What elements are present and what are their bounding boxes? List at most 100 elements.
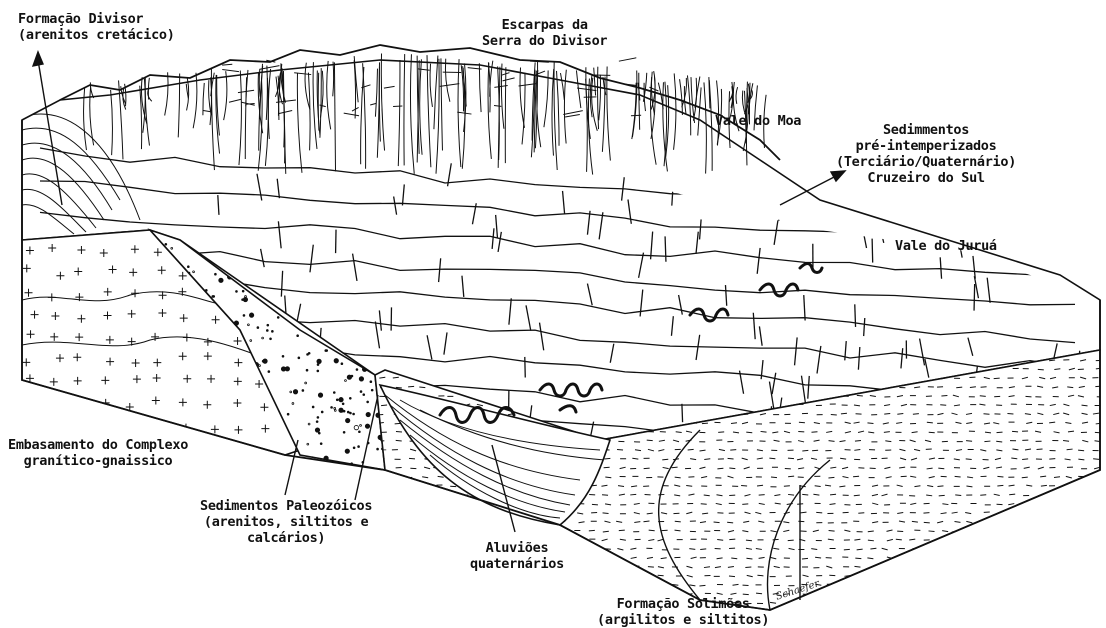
- sediment-dot: [298, 357, 300, 359]
- clay-dash: [743, 594, 749, 595]
- sediment-dot: [219, 278, 223, 282]
- sediment-dot: [348, 470, 350, 472]
- sediment-dot: [318, 432, 320, 434]
- clay-dash: [493, 513, 499, 514]
- clay-dash: [727, 522, 733, 523]
- clay-dash: [1022, 459, 1028, 460]
- hachure: [736, 87, 738, 104]
- clay-dash: [463, 603, 469, 604]
- clay-dash: [409, 458, 415, 459]
- clay-dash: [435, 540, 441, 541]
- sediment-dot: [353, 447, 355, 449]
- clay-dash: [438, 521, 444, 522]
- clay-dash: [898, 557, 904, 558]
- sediment-dot: [358, 431, 360, 433]
- clay-dash: [1079, 513, 1085, 514]
- clay-dash: [942, 540, 948, 541]
- clay-dash: [421, 521, 427, 522]
- sediment-dot: [370, 381, 372, 383]
- clay-dash: [812, 450, 818, 451]
- clay-dash: [603, 531, 609, 532]
- clay-dash: [675, 521, 681, 522]
- sediment-dot: [235, 464, 237, 466]
- clay-dash: [588, 576, 594, 577]
- clay-dash: [434, 512, 440, 513]
- clay-dash: [381, 531, 387, 532]
- terrace-joint: [974, 284, 975, 311]
- clay-dash: [630, 494, 636, 495]
- sediment-dot: [321, 411, 323, 413]
- clay-dash: [1035, 530, 1041, 532]
- sediment-dot: [358, 446, 360, 448]
- sediment-dot: [302, 390, 304, 392]
- clay-dash: [1051, 531, 1057, 532]
- clay-dash: [1078, 459, 1084, 460]
- sediment-dot: [264, 469, 266, 471]
- clay-dash: [1039, 576, 1045, 577]
- sediment-dot: [299, 472, 301, 474]
- clay-dash: [410, 531, 416, 532]
- terrace-joint: [682, 404, 683, 422]
- clay-dash: [477, 530, 483, 531]
- clay-dash: [942, 584, 948, 586]
- sediment-dot: [268, 371, 270, 373]
- terrace-joint: [940, 188, 942, 206]
- clay-dash: [983, 566, 989, 567]
- clay-dash: [686, 486, 692, 487]
- clay-dash: [452, 503, 458, 504]
- clay-dash: [1067, 549, 1073, 550]
- clay-dash: [857, 602, 863, 603]
- hachure: [695, 76, 700, 107]
- hachure: [505, 67, 506, 163]
- sediment-dot: [345, 449, 349, 453]
- clay-dash: [925, 575, 931, 577]
- sediment-dot: [150, 469, 152, 471]
- sediment-dot: [341, 363, 343, 365]
- sediment-dot: [331, 406, 333, 408]
- clay-dash: [912, 521, 918, 522]
- sediment-dot: [349, 397, 351, 399]
- clay-dash: [938, 468, 944, 469]
- clay-dash: [1010, 513, 1016, 514]
- sediment-dot: [371, 389, 373, 391]
- clay-dash: [1012, 548, 1018, 549]
- clay-dash: [420, 594, 426, 595]
- clay-dash: [815, 594, 821, 595]
- clay-dash: [1009, 494, 1015, 495]
- sediment-dot: [205, 289, 207, 291]
- clay-dash: [506, 522, 512, 523]
- clay-dash: [649, 530, 655, 531]
- sediment-dot: [282, 458, 284, 460]
- clay-dash: [563, 549, 569, 550]
- clay-dash: [911, 576, 917, 577]
- clay-dash: [619, 530, 625, 531]
- clay-dash: [1093, 548, 1099, 549]
- sediment-dot: [293, 390, 297, 394]
- clay-dash: [380, 495, 386, 496]
- terrace-joint: [665, 236, 666, 261]
- clay-dash: [381, 405, 387, 406]
- clay-dash: [453, 521, 459, 522]
- clay-dash: [938, 603, 944, 604]
- clay-dash: [956, 387, 962, 388]
- clay-dash: [519, 584, 525, 585]
- clay-dash: [929, 531, 935, 532]
- clay-dash: [380, 584, 386, 585]
- clay-dash: [380, 566, 386, 567]
- clay-dash: [788, 494, 794, 495]
- clay-dash: [395, 548, 401, 549]
- terrace-joint: [872, 239, 873, 263]
- clay-dash: [506, 594, 512, 595]
- clay-dash: [409, 495, 415, 496]
- clay-dash: [929, 602, 935, 603]
- clay-dash: [617, 575, 623, 577]
- clay-dash: [1054, 369, 1060, 370]
- clay-dash: [462, 521, 468, 523]
- clay-dash: [840, 593, 846, 595]
- clay-dash: [1092, 603, 1098, 604]
- clay-dash: [925, 557, 931, 559]
- clay-dash: [644, 468, 650, 469]
- clay-dash: [379, 593, 385, 595]
- clay-dash: [448, 512, 454, 513]
- terrace-joint: [1053, 246, 1058, 269]
